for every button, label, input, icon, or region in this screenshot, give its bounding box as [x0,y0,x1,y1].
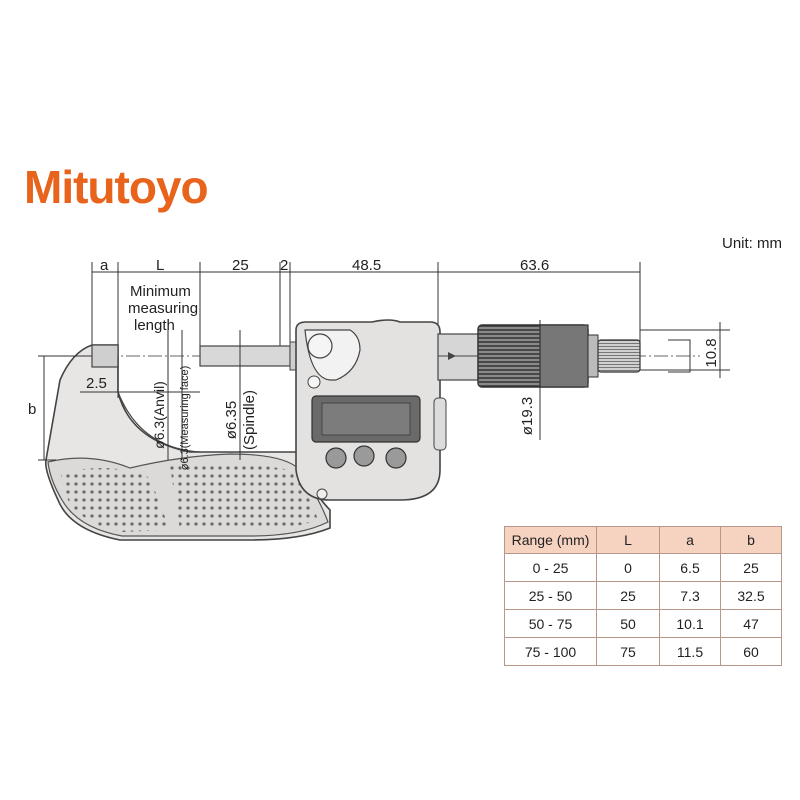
table-row: 0 - 25 0 6.5 25 [504,553,782,582]
table-cell: 10.1 [659,609,721,638]
table-cell: 47 [720,609,782,638]
dim-19-3: ø19.3 [519,397,536,435]
display-button-1[interactable] [325,447,347,469]
spindle [199,345,291,367]
table-cell: 6.5 [659,553,721,582]
dim-48-5: 48.5 [352,257,381,274]
dim-2-5-lines [80,356,200,398]
anvil-dia-label: ø6.3(Anvil) [151,381,167,449]
table-cell: 75 [596,637,660,666]
table-cell: 25 [596,581,660,610]
dim-10-8: 10.8 [703,338,720,367]
top-dimension-lines [91,262,641,348]
header-a: a [659,526,721,554]
spindle-label: (Spindle) [241,390,258,450]
dim-63-6: 63.6 [520,257,549,274]
spec-table: Range (mm) L a b 0 - 25 0 6.5 25 25 - 50… [504,526,782,666]
dim-2-5: 2.5 [86,375,107,392]
dim-25: 25 [232,257,249,274]
sleeve [437,333,479,381]
ratchet-stop[interactable] [597,339,641,373]
table-row: 75 - 100 75 11.5 60 [504,637,782,666]
table-row: 50 - 75 50 10.1 47 [504,609,782,638]
side-button[interactable] [433,397,447,451]
table-row: 25 - 50 25 7.3 32.5 [504,581,782,610]
anvil-label-lines [167,330,241,460]
header-L: L [596,526,660,554]
table-cell: 0 [596,553,660,582]
dim-b-lines [38,355,92,461]
table-cell: 0 - 25 [504,553,597,582]
spec-table-header: Range (mm) L a b [504,526,782,554]
display-button-2[interactable] [353,445,375,467]
table-cell: 50 [596,609,660,638]
table-cell: 25 - 50 [504,581,597,610]
table-cell: 75 - 100 [504,637,597,666]
dim-a: a [100,257,109,274]
dim-b: b [28,401,36,418]
min-length-label-1: Minimum [130,283,191,300]
table-cell: 11.5 [659,637,721,666]
table-cell: 7.3 [659,581,721,610]
header-b: b [720,526,782,554]
mitutoyo-logo: Mitutoyo [24,161,209,213]
table-cell: 60 [720,637,782,666]
measuring-face-label: ø6.3(Measuring face) [179,366,191,471]
table-cell: 32.5 [720,581,782,610]
spindle-dia-label: ø6.35 [223,401,240,439]
header-range: Range (mm) [504,526,597,554]
table-cell: 50 - 75 [504,609,597,638]
dim-L: L [156,257,164,274]
dim-10-8-lines [640,322,730,378]
unit-label: Unit: mm [722,235,782,252]
table-cell: 25 [720,553,782,582]
min-length-label-2: measuring [128,300,198,317]
display-button-3[interactable] [385,447,407,469]
dim-2: 2 [280,257,288,274]
min-length-label-3: length [134,317,175,334]
anvil [91,344,119,368]
